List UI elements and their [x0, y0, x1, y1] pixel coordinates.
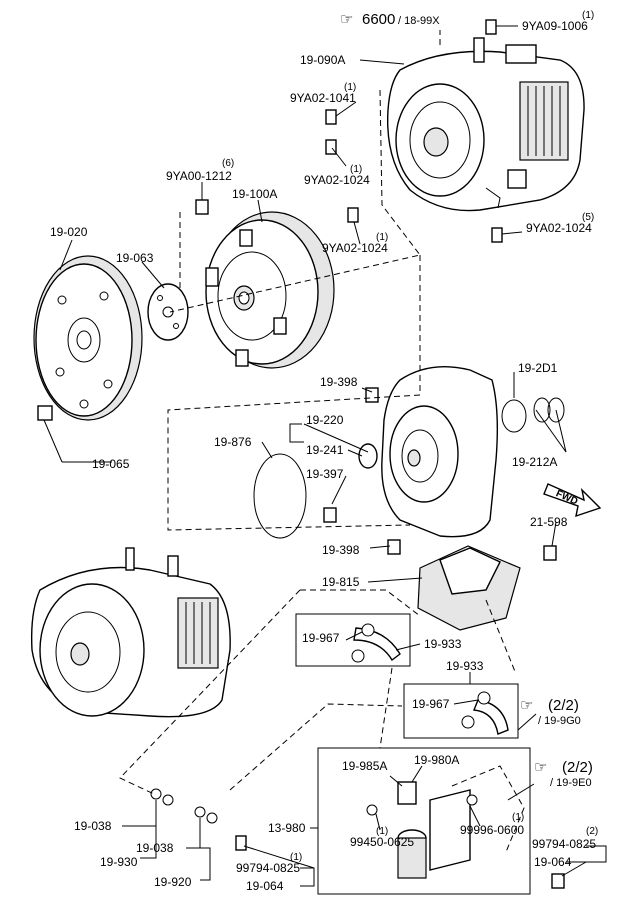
hand-pointer-icon: ☞: [340, 11, 353, 28]
part-label: 19-038: [74, 819, 112, 833]
part-label: 9YA02-1024: [304, 173, 370, 187]
part-label: 19-065: [92, 457, 130, 471]
part-label: 19-398: [322, 543, 360, 557]
part-qty: (6): [222, 158, 234, 169]
part-label: 9YA00-1212: [166, 169, 232, 183]
part-label: 19-241: [306, 443, 344, 457]
transaxle-assembly-lower: [30, 547, 231, 718]
part-qty: (1): [350, 164, 362, 175]
part-label: 19-398: [320, 375, 358, 389]
part-label: 13-980: [268, 821, 306, 835]
oil-pump-housing: [358, 365, 499, 538]
part-label: 19-063: [116, 251, 154, 265]
part-label: 9YA02-1041: [290, 91, 356, 105]
part-labels: 19-090A (1) 9YA09-1006 (1) 9YA02-1041 (1…: [50, 10, 598, 893]
part-label: 19-212A: [512, 455, 557, 469]
part-label: 19-930: [100, 855, 138, 869]
ref-top-sub: / 18-99X: [398, 15, 440, 27]
part-label: 19-933: [446, 659, 484, 673]
forward-arrow: [543, 483, 602, 518]
torque-converter: [205, 211, 335, 369]
ref-r1-sub: / 19-9G0: [538, 715, 581, 727]
part-label: 99794-0825: [532, 837, 596, 851]
part-label: 99996-0600: [460, 823, 524, 837]
part-qty: (1): [290, 852, 302, 863]
dashed-guides: [119, 30, 525, 853]
oil-cooler-box: [317, 747, 531, 895]
part-label: 19-064: [246, 879, 284, 893]
part-qty: (2): [586, 826, 598, 837]
spacer-plate: [147, 283, 189, 341]
pipe-fittings: [150, 788, 565, 889]
part-qty: (1): [376, 826, 388, 837]
part-label: 99794-0825: [236, 861, 300, 875]
fwd-label: FWD: [554, 488, 579, 507]
part-label: 21-598: [530, 515, 568, 529]
part-label: 19-967: [412, 697, 450, 711]
part-qty: (1): [512, 812, 524, 823]
part-label: 9YA02-1024: [322, 241, 388, 255]
hand-pointer-icon: ☞: [520, 697, 533, 714]
hose-box-2: [403, 683, 519, 739]
seal-rings: [501, 397, 565, 433]
ref-19-9g0[interactable]: ☞ (2/2) / 19-9G0: [520, 697, 581, 727]
part-label: 9YA02-1024: [526, 221, 592, 235]
part-label: 19-980A: [414, 753, 459, 767]
part-qty: (1): [344, 82, 356, 93]
part-label: 19-815: [322, 575, 360, 589]
part-label: 19-100A: [232, 187, 277, 201]
hose-box-1: [295, 613, 411, 667]
part-label: 19-397: [306, 467, 344, 481]
part-label: 19-967: [302, 631, 340, 645]
part-label: 19-933: [424, 637, 462, 651]
part-label: 19-090A: [300, 53, 345, 67]
part-label: 19-064: [534, 855, 572, 869]
part-label: 19-220: [306, 413, 344, 427]
part-qty: (5): [582, 212, 594, 223]
ref-19-9e0[interactable]: ☞ (2/2) / 19-9E0: [534, 759, 593, 789]
leader-lines: [43, 25, 607, 887]
o-ring: [253, 453, 307, 539]
hand-pointer-icon: ☞: [534, 759, 547, 776]
ref-r2-number: (2/2): [562, 759, 593, 776]
part-label: 99450-0625: [350, 835, 414, 849]
part-label: 19-2D1: [518, 361, 558, 375]
ref-top-6600[interactable]: ☞ 6600 / 18-99X: [340, 11, 440, 28]
part-label: 9YA09-1006: [522, 19, 588, 33]
transaxle-assembly-upper: [386, 37, 585, 212]
part-label: 19-920: [154, 875, 192, 889]
part-qty: (1): [582, 10, 594, 21]
flexplate: [33, 255, 143, 421]
ref-r2-sub: / 19-9E0: [550, 777, 592, 789]
part-label: 19-876: [214, 435, 252, 449]
part-label: 19-985A: [342, 759, 387, 773]
bolts: [195, 19, 557, 561]
oil-filter-strainer: [417, 545, 521, 631]
part-qty: (1): [376, 232, 388, 243]
ref-r1-number: (2/2): [548, 697, 579, 714]
part-label: 19-038: [136, 841, 174, 855]
part-label: 19-020: [50, 225, 88, 239]
ref-top-number: 6600: [362, 11, 395, 28]
